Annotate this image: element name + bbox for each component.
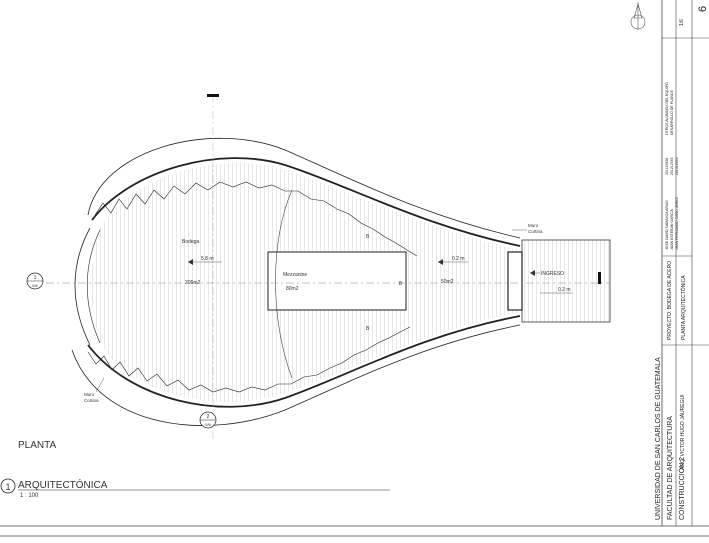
east-height: 0.2 m <box>452 256 465 262</box>
tb-carnet-3: 201312345 <box>675 157 679 175</box>
mezzanine-area: 80m2 <box>286 286 299 292</box>
section-symbol-bottom: 2 5/6 <box>199 411 217 429</box>
tb-note-1: OTROS ALUMNOS DEL EQUIPO <box>665 82 669 135</box>
section-symbol-left: 1 5/6 <box>26 272 44 290</box>
view-scale: 1 : 100 <box>20 493 39 499</box>
north-arrow-icon <box>630 2 646 30</box>
tb-faculty: FACULTAD DE ARQUITECTURA <box>667 416 674 520</box>
title-block: UNIVERSIDAD DE SAN CARLOS DE GUATEMALA F… <box>655 6 709 520</box>
east-area: 50m2 <box>441 279 454 285</box>
tb-university: UNIVERSIDAD DE SAN CARLOS DE GUATEMALA <box>655 357 662 520</box>
tb-course: CONSTRUCCIÓN 2 <box>677 457 686 520</box>
cut-letter-b-bottom: B <box>366 326 370 332</box>
svg-text:5/6: 5/6 <box>205 422 211 427</box>
tb-student-1: JOSE DAVID SAMAYOA ARIAS <box>665 200 669 250</box>
cut-letter-b-mid: B <box>399 281 403 287</box>
entry-deck <box>507 239 611 323</box>
partition-curve <box>275 189 293 379</box>
svg-text:1: 1 <box>34 275 37 281</box>
tb-professor: ARQ. VICTOR HUGO JÁUREGUI <box>679 395 686 470</box>
bodega-height: 5.8 m <box>201 256 214 262</box>
tb-carnet-1: 201123456 <box>665 158 669 175</box>
section-cut-right-marker <box>598 272 601 284</box>
curtain-wall-west-line1: Muro <box>84 392 95 397</box>
mezzanine-outline <box>267 251 407 311</box>
mezzanine-label: Mezzanine <box>283 272 307 278</box>
inner-shell-path <box>91 157 521 247</box>
view-title-line2: ARQUITECTÓNICA <box>18 478 108 491</box>
west-outer-curve-path <box>87 229 101 344</box>
tb-sheet-number: 1/6 <box>679 19 685 26</box>
entry-height: 0.2 m <box>558 287 571 293</box>
entry-label: INGRESO <box>541 271 564 277</box>
view-number: 1 <box>5 482 10 492</box>
curtain-wall-west-line2: Cortina <box>84 398 99 403</box>
west-curve-path <box>74 227 91 346</box>
tb-project: PROYECTO: BODEGA DE ACERO <box>667 261 673 340</box>
tb-carnet-2: 201212345 <box>670 157 674 175</box>
tb-sheet-big: 6 <box>697 6 709 12</box>
inner-shell-bottom-path <box>87 315 521 408</box>
svg-text:2: 2 <box>207 414 210 420</box>
tb-student-2: JUAN ESTEBAN GARCÍA <box>670 208 674 250</box>
svg-text:5/6: 5/6 <box>32 283 38 288</box>
view-title: 1 PLANTA ARQUITECTÓNICA 1 : 100 <box>0 440 390 499</box>
bodega-area: 305m2 <box>185 280 201 286</box>
section-cut-top-marker <box>207 94 219 97</box>
outer-shell-path <box>87 138 521 239</box>
view-title-line1: PLANTA <box>18 440 56 451</box>
room-labels: Bodega 5.8 m 305m2 Mezzanine 80m2 0.2 m … <box>84 223 572 403</box>
outer-shell-bottom-path <box>71 324 521 426</box>
tb-student-3: JUAN FERNANDO CANO JEREZ <box>675 196 679 250</box>
tb-sheet-title: PLANTA ARQUITECTÓNICA <box>680 275 687 340</box>
bodega-label: Bodega <box>182 239 199 245</box>
curtain-wall-east-line2: Cortina <box>528 229 543 234</box>
cut-letter-b-top: B <box>366 234 370 240</box>
curtain-wall-east-line1: Muro <box>528 223 539 228</box>
tb-note-2: DESARROLLO DE PLANOS <box>670 89 674 135</box>
